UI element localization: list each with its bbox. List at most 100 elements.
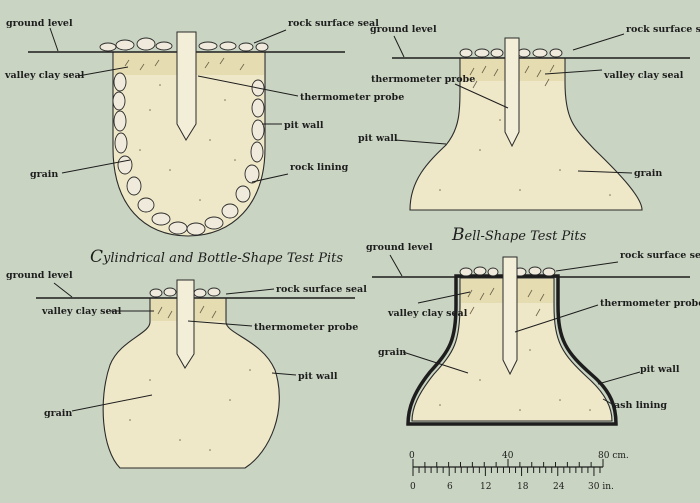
bell-lower-valley-clay-seal-label: valley clay seal xyxy=(387,308,468,319)
bottle-valley-clay-seal-label: valley clay seal xyxy=(41,306,122,317)
surface-rock xyxy=(474,48,490,58)
cylindrical-pit-rock-lining xyxy=(112,72,265,236)
cyl-valley-clay-seal-label: valley clay seal xyxy=(4,70,85,81)
lining-rock xyxy=(235,185,251,203)
scale-cm-label: 80 cm. xyxy=(598,451,629,461)
scale-in-label: 18 xyxy=(517,482,529,492)
surface-rock xyxy=(528,266,542,276)
surface-rock xyxy=(198,41,218,51)
cylindrical-pit-body xyxy=(112,51,266,237)
bell-pit-lower-clay-hatching xyxy=(467,287,545,317)
bottle-ground-level-label: ground level xyxy=(6,270,73,281)
surface-rock xyxy=(238,42,254,52)
bottle-thermometer-probe-label: thermometer probe xyxy=(254,322,358,333)
surface-rock xyxy=(459,48,473,58)
cyl-thermometer-probe-label: thermometer probe xyxy=(300,92,404,103)
lining-rock xyxy=(112,91,126,111)
lining-rock xyxy=(250,141,264,163)
surface-rock xyxy=(542,267,556,277)
bell-upper-ground-level-label: ground level xyxy=(370,24,437,35)
lining-rock xyxy=(251,98,265,118)
bottle-pit-surface-rocks xyxy=(149,287,221,298)
surface-rock xyxy=(163,287,177,297)
surface-rock xyxy=(473,266,487,276)
bell-lower-ground-level-label: ground level xyxy=(366,242,433,253)
bell-lower-pit-wall-label: pit wall xyxy=(640,364,680,375)
cylindrical-bottle-caption: Cylindrical and Bottle-Shape Test Pits xyxy=(90,247,343,267)
lining-rock xyxy=(117,155,133,175)
scale-cm-label: 0 xyxy=(409,451,415,461)
scale-bar-ticks xyxy=(412,459,604,476)
bell-pit-lower: ground level rock surface seal valley cl… xyxy=(366,242,700,426)
lining-rock xyxy=(244,164,260,184)
lining-rock xyxy=(114,132,128,154)
bell-pit-lower-thermometer-probe xyxy=(502,256,518,376)
bell-shape-caption: Bell-Shape Test Pits xyxy=(451,225,587,245)
bottle-pit-thermometer-probe xyxy=(176,279,195,369)
lining-rock xyxy=(251,119,265,141)
surface-rock xyxy=(487,267,499,277)
bottle-pit-clay-hatching xyxy=(157,305,217,319)
bell-upper-grain-label: grain xyxy=(634,168,662,179)
surface-rock xyxy=(115,39,135,51)
bell-lower-thermometer-probe-label: thermometer probe xyxy=(600,298,700,309)
lining-rock xyxy=(186,222,206,236)
lining-rock xyxy=(113,110,127,132)
scale-in-label: 24 xyxy=(553,482,565,492)
bell-pit-upper-grain-texture xyxy=(439,119,611,196)
surface-rock xyxy=(155,41,173,51)
bell-lower-ash-lining-label: ash lining xyxy=(614,400,667,411)
bell-lower-grain-label: grain xyxy=(378,347,406,358)
lining-rock xyxy=(137,197,155,213)
scale-in-label: 6 xyxy=(447,482,453,492)
bell-pit-upper: ground level rock surface seal thermomet… xyxy=(358,24,700,211)
cylindrical-pit-surface-rocks xyxy=(99,37,269,52)
bell-upper-thermometer-probe-label: thermometer probe xyxy=(371,74,475,85)
bell-pit-lower-surface-rocks xyxy=(459,266,556,277)
bell-pit-upper-body xyxy=(409,57,643,211)
surface-rock xyxy=(207,287,221,297)
surface-rock xyxy=(490,48,504,58)
bell-upper-pit-wall-label: pit wall xyxy=(358,133,398,144)
bottle-pit-wall-label: pit wall xyxy=(298,371,338,382)
lining-rock xyxy=(221,203,239,219)
lining-rock xyxy=(204,216,224,230)
bell-upper-valley-clay-seal-label: valley clay seal xyxy=(603,70,684,81)
surface-rock xyxy=(219,41,237,51)
cyl-ground-level-label: ground level xyxy=(6,18,73,29)
surface-rock xyxy=(193,288,207,298)
surface-rock xyxy=(99,42,117,52)
cylindrical-pit-thermometer-probe xyxy=(176,31,197,141)
surface-rock xyxy=(459,267,473,277)
surface-rock xyxy=(149,288,163,298)
bell-pit-upper-thermometer-probe xyxy=(504,37,520,148)
scale-in-label: 12 xyxy=(480,482,491,492)
bottle-grain-label: grain xyxy=(44,408,72,419)
surface-rock xyxy=(136,37,156,51)
surface-rock xyxy=(517,48,531,58)
cyl-grain-label: grain xyxy=(30,169,58,180)
bell-pit-lower-grain-texture xyxy=(439,349,591,411)
bottle-pit: ground level rock surface seal valley cl… xyxy=(6,270,367,469)
bell-lower-rock-surface-seal-label: rock surface seal xyxy=(620,250,700,261)
cyl-pit-wall-label: pit wall xyxy=(284,120,324,131)
surface-rock xyxy=(532,48,548,58)
surface-rock xyxy=(549,48,563,58)
cyl-rock-surface-seal-label: rock surface seal xyxy=(288,18,379,29)
cylindrical-pit-clay-hatching xyxy=(124,57,245,71)
bell-upper-rock-surface-seal-label: rock surface seal xyxy=(626,24,700,35)
bell-pit-upper-clay-hatching xyxy=(469,64,555,89)
bottle-pit-grain-texture xyxy=(129,369,251,451)
surface-rock xyxy=(255,42,269,52)
lining-rock xyxy=(126,176,142,196)
lining-rock xyxy=(151,212,171,226)
lining-rock xyxy=(168,221,188,235)
scale-bar: 0 40 80 cm. 0 6 12 18 24 30 in. xyxy=(409,451,629,492)
cyl-rock-lining-label: rock lining xyxy=(290,162,349,173)
bottle-pit-body xyxy=(102,297,280,469)
cylindrical-pit: ground level rock surface seal valley cl… xyxy=(4,18,404,237)
scale-in-label: 30 in. xyxy=(588,482,614,492)
scale-in-label: 0 xyxy=(410,482,416,492)
